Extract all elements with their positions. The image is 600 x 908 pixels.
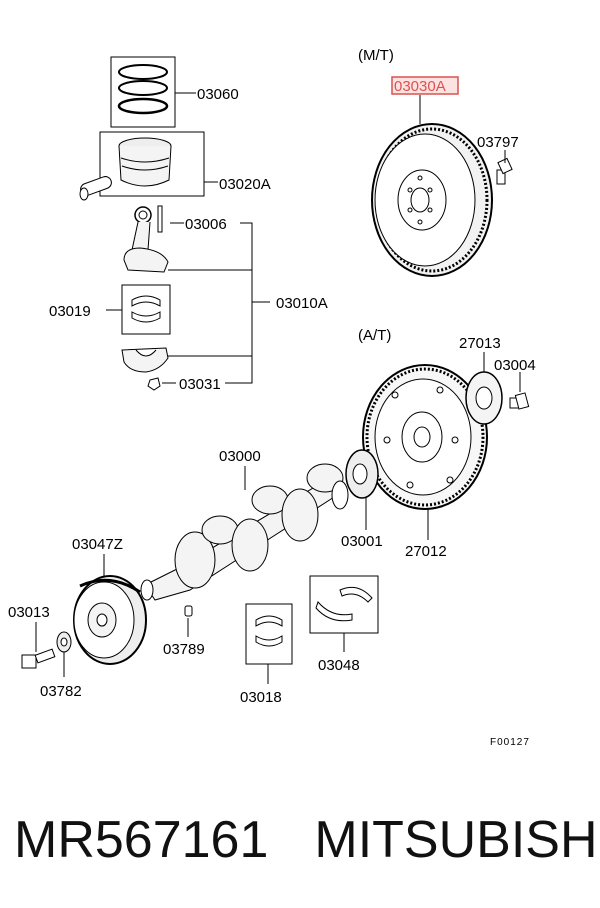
thrust-washer[interactable] <box>309 575 379 634</box>
drive-plate-at[interactable] <box>362 364 488 510</box>
adapter-03001[interactable] <box>345 449 379 499</box>
part-label-03031[interactable]: 03031 <box>179 376 221 393</box>
part-label-03018[interactable]: 03018 <box>240 689 282 706</box>
part-label-03001[interactable]: 03001 <box>341 533 383 550</box>
part-label-03020A[interactable]: 03020A <box>219 176 271 193</box>
part-label-27012[interactable]: 27012 <box>405 543 447 560</box>
bolt-03797[interactable] <box>496 157 513 185</box>
caption-part-number: MR567161 <box>14 811 269 869</box>
figure-code: F00127 <box>490 737 530 748</box>
crankshaft[interactable] <box>140 463 349 601</box>
variant-label-at: (A/T) <box>358 327 391 344</box>
plate-27013[interactable] <box>465 371 503 425</box>
bolt-03004[interactable] <box>509 392 530 410</box>
part-label-03782[interactable]: 03782 <box>40 683 82 700</box>
part-label-27013[interactable]: 27013 <box>459 335 501 352</box>
washer-03782[interactable] <box>56 631 72 653</box>
piston-rings[interactable] <box>110 56 176 128</box>
part-label-03010A[interactable]: 03010A <box>276 295 328 312</box>
part-label-03004[interactable]: 03004 <box>494 357 536 374</box>
part-label-03013[interactable]: 03013 <box>8 604 50 621</box>
rod-bearing[interactable] <box>121 284 171 335</box>
key-03789[interactable] <box>184 605 193 617</box>
connecting-rod[interactable] <box>123 205 169 273</box>
highlight-box <box>391 76 459 95</box>
bolt-03013[interactable] <box>21 648 56 669</box>
crank-pulley[interactable] <box>73 575 147 665</box>
piston[interactable] <box>79 131 205 201</box>
caption-brand: MITSUBISHI <box>314 811 600 869</box>
part-label-03060[interactable]: 03060 <box>197 86 239 103</box>
rod-nut[interactable] <box>147 377 161 391</box>
bracket-03010A <box>168 222 270 384</box>
part-label-03030A[interactable]: 03030A <box>394 78 446 95</box>
part-label-03047Z[interactable]: 03047Z <box>72 536 123 553</box>
part-label-03000[interactable]: 03000 <box>219 448 261 465</box>
flywheel-mt[interactable] <box>371 123 493 277</box>
caption: MR567161 MITSUBISHI <box>14 800 600 880</box>
part-label-03048[interactable]: 03048 <box>318 657 360 674</box>
part-label-03019[interactable]: 03019 <box>49 303 91 320</box>
main-bearing[interactable] <box>245 603 293 665</box>
part-label-03789[interactable]: 03789 <box>163 641 205 658</box>
part-label-03006[interactable]: 03006 <box>185 216 227 233</box>
part-label-03797[interactable]: 03797 <box>477 134 519 151</box>
variant-label-mt: (M/T) <box>358 47 394 64</box>
rod-cap[interactable] <box>121 347 169 373</box>
